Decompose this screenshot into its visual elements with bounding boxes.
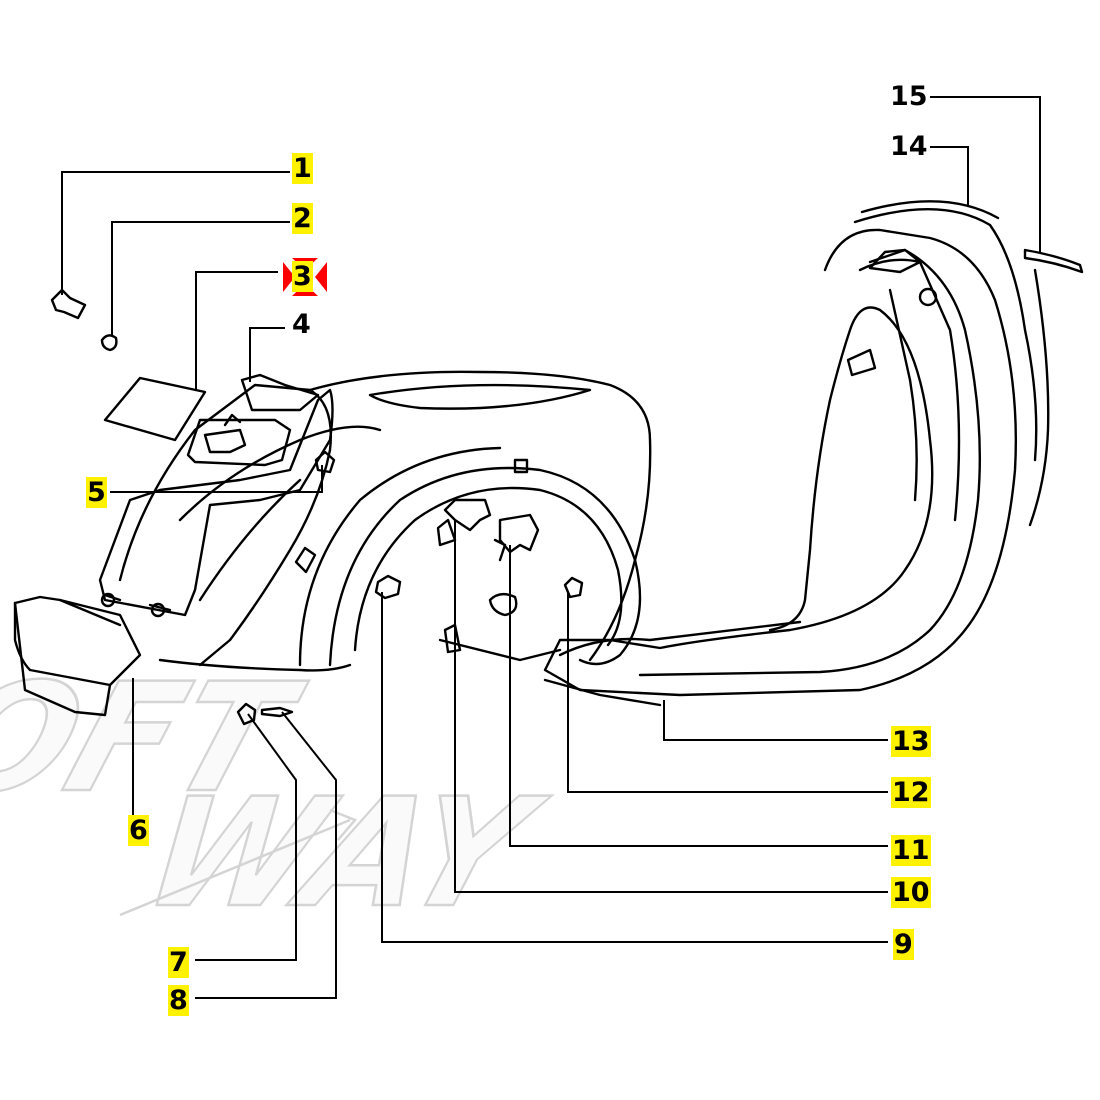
softway-watermark: SOFT WAY	[0, 650, 563, 942]
wheel-arch-rib	[298, 446, 502, 667]
leader-11	[509, 545, 888, 847]
tail-mount-left	[100, 592, 116, 608]
leader-2	[111, 221, 290, 335]
callout-2[interactable]: 2	[292, 203, 313, 234]
bracket-11	[493, 513, 540, 562]
callout-7[interactable]: 7	[168, 947, 189, 978]
reflector-clip	[314, 450, 336, 474]
trim-strip	[1023, 248, 1084, 274]
leader-5	[110, 465, 323, 493]
steering-column	[858, 258, 961, 522]
callout-8[interactable]: 8	[168, 985, 189, 1016]
inner-bracket	[443, 623, 462, 654]
leader-1	[61, 171, 290, 295]
leader-8	[195, 711, 337, 999]
leader-10	[454, 520, 888, 893]
callout-5[interactable]: 5	[86, 477, 107, 508]
leader-12	[567, 592, 888, 793]
washer	[100, 334, 118, 352]
tail-mount-right	[150, 602, 166, 618]
wheel-arch	[328, 466, 642, 667]
callout-6[interactable]: 6	[128, 815, 149, 846]
rear-bumper	[13, 595, 142, 717]
leader-7	[195, 713, 297, 961]
leader-13	[663, 700, 888, 741]
wheel-arch-inner	[353, 486, 623, 652]
steering-bolt	[918, 287, 938, 307]
tail-light-housing	[98, 388, 334, 617]
callout-14[interactable]: 14	[890, 131, 928, 162]
body-slot	[513, 458, 529, 474]
leader-9	[381, 592, 888, 943]
callout-12[interactable]: 12	[891, 777, 931, 808]
bolt-8	[260, 706, 294, 718]
horn-grille	[846, 348, 877, 377]
rear-body-seat-opening	[368, 383, 592, 410]
shield-border-trim-outer	[860, 200, 1000, 220]
rear-bumper-edge	[13, 598, 122, 687]
plug-12	[563, 576, 584, 599]
bracket-10	[436, 498, 492, 547]
trim-strip-long	[1028, 268, 1050, 527]
leader-lines	[61, 96, 1041, 999]
inner-floor	[438, 638, 562, 662]
callout-1[interactable]: 1	[292, 153, 313, 184]
callout-13[interactable]: 13	[891, 726, 931, 757]
rear-body-ridge	[178, 425, 382, 522]
callout-4[interactable]: 4	[292, 309, 311, 340]
rear-body-lower	[158, 658, 352, 672]
callout-9[interactable]: 9	[893, 929, 914, 960]
top-cap	[868, 248, 922, 274]
screw	[50, 288, 87, 320]
rear-body-side-line	[198, 478, 302, 602]
leg-shield-inner-edge	[638, 248, 981, 677]
watermark-arrow	[119, 808, 358, 917]
tail-light-top	[240, 373, 320, 412]
scooter-body	[13, 200, 1084, 726]
callout-15[interactable]: 15	[890, 81, 928, 112]
leader-4	[249, 327, 285, 382]
floor-board	[543, 620, 802, 707]
tail-light-window	[186, 418, 292, 467]
leg-shield	[543, 228, 1018, 697]
tail-lens	[103, 376, 207, 442]
shield-border-trim	[853, 208, 1038, 462]
rear-body-left	[118, 383, 332, 667]
plug-7	[236, 702, 257, 726]
leader-3	[195, 271, 278, 390]
plug-9	[374, 574, 402, 600]
callout-10[interactable]: 10	[891, 877, 931, 908]
body-hole	[488, 592, 518, 617]
body-hole-left	[294, 546, 317, 574]
rear-body-top	[308, 370, 652, 662]
leader-14	[930, 146, 969, 205]
leader-15	[930, 96, 1041, 252]
callout-11[interactable]: 11	[891, 835, 931, 866]
watermark-line-2: WAY	[124, 767, 561, 941]
callout-3[interactable]: 3	[292, 261, 313, 292]
tail-light-bulb	[203, 413, 247, 454]
